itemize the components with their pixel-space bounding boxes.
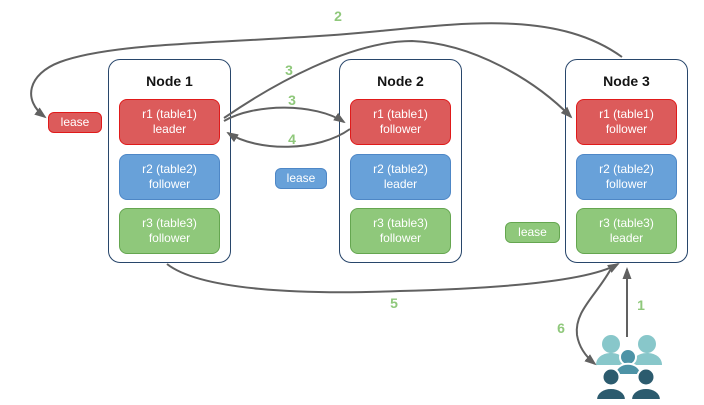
replica-role: follower <box>379 122 422 136</box>
replica-role: leader <box>383 177 418 191</box>
node-2-replica-r1: r1 (table1) follower <box>350 99 451 145</box>
lease-badge-table2: lease <box>275 168 327 189</box>
node-1-replica-r3: r3 (table3) follower <box>119 208 220 254</box>
node-3-replica-r1: r1 (table1) follower <box>576 99 677 145</box>
node-3-replica-r3: r3 (table3) leader <box>576 208 677 254</box>
replica-name: r1 (table1) <box>142 107 197 121</box>
node-1: Node 1 r1 (table1) leader r2 (table2) fo… <box>108 59 231 263</box>
replica-name: r1 (table1) <box>373 107 428 121</box>
node-1-title: Node 1 <box>146 73 193 89</box>
user-figure-bottom-left <box>594 367 628 401</box>
step-label-2: 2 <box>334 8 342 24</box>
node-2: Node 2 r1 (table1) follower r2 (table2) … <box>339 59 462 263</box>
step-label-1: 1 <box>637 297 645 313</box>
node-2-replica-r3: r3 (table3) follower <box>350 208 451 254</box>
step-label-4: 4 <box>288 131 296 147</box>
step-label-3b: 3 <box>288 92 296 108</box>
lease-badge-table3: lease <box>505 222 560 243</box>
replica-name: r2 (table2) <box>373 162 428 176</box>
replica-role: follower <box>148 231 191 245</box>
arrow-step-3-leader-to-node2 <box>223 106 346 124</box>
replica-role: leader <box>609 231 644 245</box>
node-3-replica-r2: r2 (table2) follower <box>576 154 677 200</box>
user-figure-top-right <box>632 335 662 365</box>
replica-name: r1 (table1) <box>599 107 654 121</box>
node-2-replica-r2: r2 (table2) leader <box>350 154 451 200</box>
step-label-5: 5 <box>390 295 398 311</box>
lease-badge-table1: lease <box>48 112 102 133</box>
arrow-step-5-node1-to-r3-leader <box>166 263 620 294</box>
users-icon <box>594 335 663 401</box>
node-1-replica-r2: r2 (table2) follower <box>119 154 220 200</box>
node-3: Node 3 r1 (table1) follower r2 (table2) … <box>565 59 688 263</box>
node-2-title: Node 2 <box>377 73 424 89</box>
replica-role: follower <box>605 177 648 191</box>
user-figure-middle <box>613 348 643 376</box>
node-3-title: Node 3 <box>603 73 650 89</box>
replica-name: r2 (table2) <box>142 162 197 176</box>
node-1-replica-r1: r1 (table1) leader <box>119 99 220 145</box>
replica-name: r3 (table3) <box>373 216 428 230</box>
step-label-3a: 3 <box>285 62 293 78</box>
replica-name: r3 (table3) <box>142 216 197 230</box>
replica-role: follower <box>148 177 191 191</box>
replica-role: follower <box>605 122 648 136</box>
replica-role: leader <box>152 122 187 136</box>
step-label-6: 6 <box>557 320 565 336</box>
replica-role: follower <box>379 231 422 245</box>
replica-name: r2 (table2) <box>599 162 654 176</box>
replica-name: r3 (table3) <box>599 216 654 230</box>
user-figure-bottom-right <box>629 367 663 401</box>
